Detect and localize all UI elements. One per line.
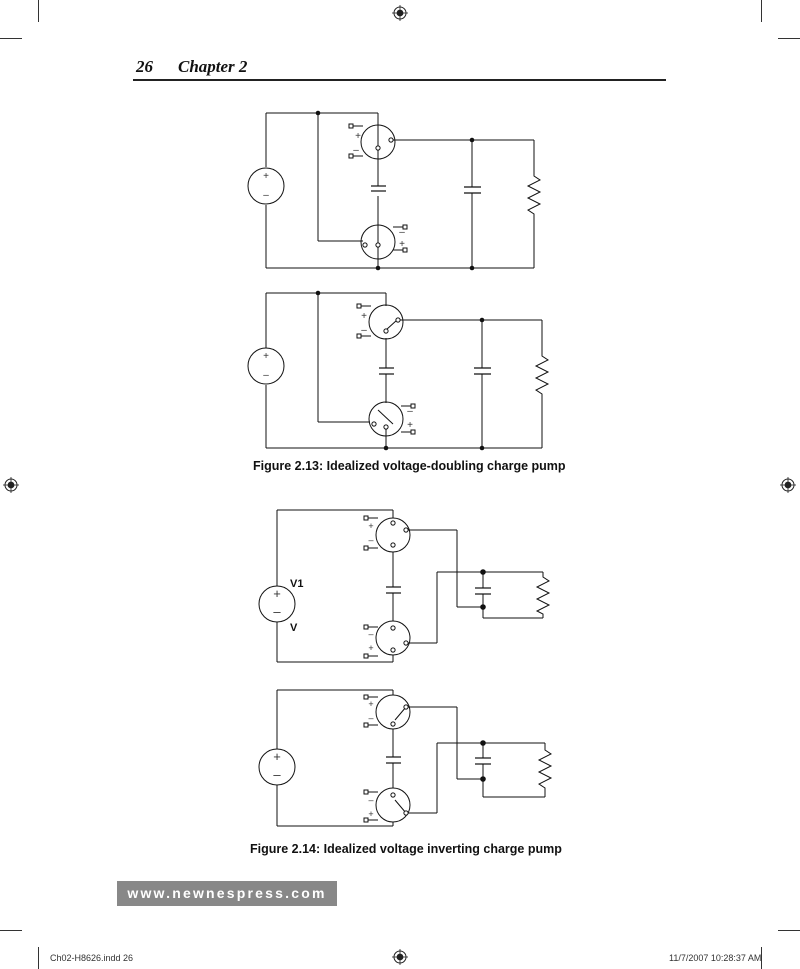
source-label-v1: V1 (290, 578, 303, 590)
svg-text:–: – (368, 629, 373, 639)
doubler-circuit-charge (247, 112, 542, 269)
load-resistor-symbol (526, 140, 542, 268)
figure-2-13-caption: Figure 2.13: Idealized voltage-doubling … (253, 459, 566, 473)
header-rule (133, 79, 666, 81)
svg-text:–: – (273, 767, 281, 782)
website-banner: www.newnespress.com (117, 881, 337, 906)
svg-text:+: + (361, 311, 367, 322)
svg-text:–: – (399, 227, 405, 238)
svg-text:+: + (355, 131, 361, 142)
inverter-circuit-charge (258, 509, 551, 663)
svg-text:+: + (399, 239, 405, 250)
figure-2-13-schematic: +– +– –+ +– +– –+ (247, 110, 550, 451)
svg-text:+: + (368, 643, 373, 653)
switch-symbol-bottom (360, 224, 396, 260)
figure-2-14-schematic: + – + – + – – + + – – + V1 V (258, 509, 553, 827)
load-resistor-symbol (537, 743, 553, 797)
svg-text:–: – (273, 604, 281, 619)
svg-text:–: – (263, 190, 269, 201)
svg-text:+: + (407, 420, 413, 431)
inverter-circuit-pump (258, 689, 553, 827)
svg-text:+: + (368, 521, 373, 531)
page-number: 26 (136, 57, 153, 76)
slug-filename: Ch02-H8626.indd 26 (50, 953, 134, 963)
svg-text:–: – (361, 325, 367, 336)
load-resistor-symbol (534, 320, 550, 448)
svg-text:+: + (263, 171, 269, 182)
voltage-source-symbol (247, 167, 285, 205)
registration-mark-top (392, 5, 408, 21)
svg-text:–: – (368, 713, 373, 723)
svg-text:–: – (353, 145, 359, 156)
voltage-source-symbol (247, 347, 285, 385)
svg-text:–: – (368, 535, 373, 545)
voltage-source-symbol (258, 748, 296, 786)
switch-symbol-top (368, 304, 404, 340)
svg-text:+: + (368, 809, 373, 819)
svg-text:–: – (368, 795, 373, 805)
voltage-source-symbol (258, 585, 296, 623)
load-resistor-symbol (535, 572, 551, 618)
svg-text:–: – (263, 370, 269, 381)
svg-text:+: + (368, 699, 373, 709)
svg-text:+: + (263, 351, 269, 362)
svg-text:+: + (273, 749, 281, 764)
slug-timestamp: 11/7/2007 10:28:37 AM (669, 953, 762, 963)
doubler-circuit-pump (247, 292, 550, 449)
svg-text:–: – (407, 406, 413, 417)
registration-mark-left (3, 477, 19, 493)
chapter-title: Chapter 2 (178, 57, 248, 76)
registration-mark-bottom (392, 949, 408, 965)
registration-mark-right (780, 477, 796, 493)
switch-symbol-top (360, 124, 396, 160)
figure-2-14-caption: Figure 2.14: Idealized voltage inverting… (250, 842, 562, 856)
source-label-v: V (290, 622, 298, 634)
svg-text:+: + (273, 586, 281, 601)
website-url[interactable]: www.newnespress.com (127, 885, 327, 901)
